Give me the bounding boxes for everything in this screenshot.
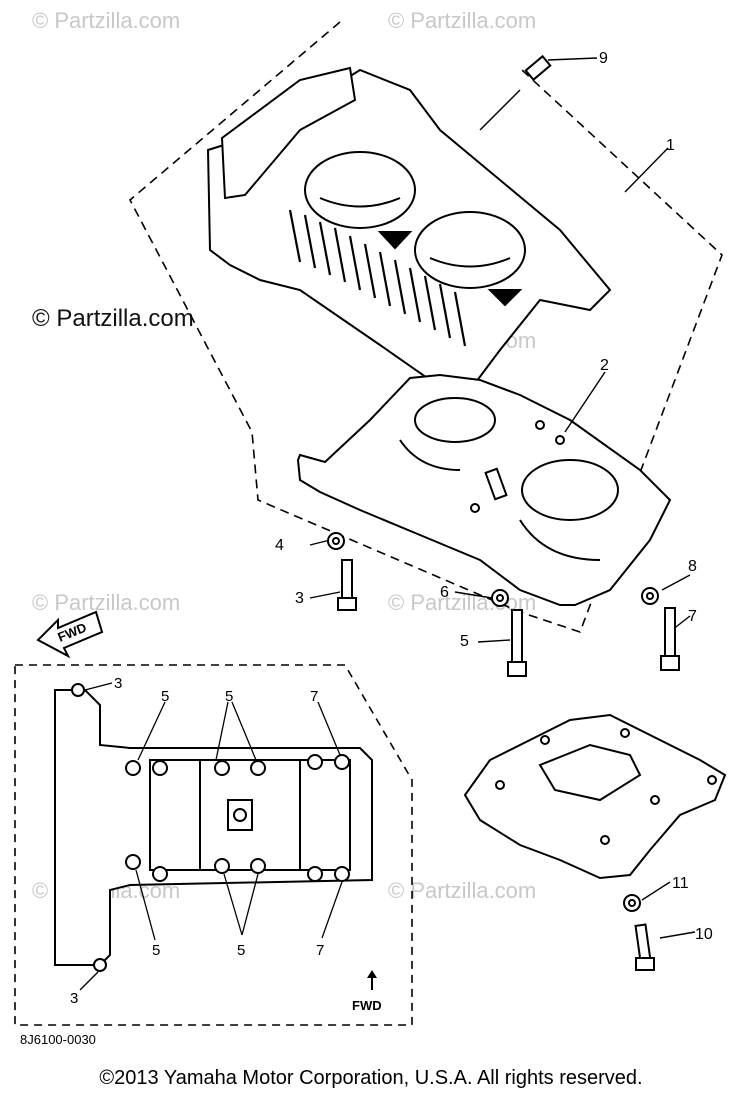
callout-6: 6 <box>440 584 449 601</box>
upper-crankcase <box>206 66 612 392</box>
inset-bolt-holes <box>71 683 350 972</box>
callout-10: 10 <box>695 926 713 943</box>
watermark: © Partzilla.com <box>32 305 194 332</box>
watermark: © Partzilla.com <box>32 590 180 615</box>
callout-9: 9 <box>599 50 608 67</box>
callout-7: 7 <box>688 608 697 625</box>
callout-7: 7 <box>316 942 324 959</box>
watermark: © Partzilla.com <box>32 8 180 33</box>
washer-11 <box>623 894 641 912</box>
callout-5: 5 <box>237 942 245 959</box>
callout-5: 5 <box>152 942 160 959</box>
stud-9 <box>524 54 552 82</box>
callout-4: 4 <box>275 537 284 554</box>
callout-1: 1 <box>666 137 675 154</box>
lower-crankcase <box>296 373 672 606</box>
copyright-notice: ©2013 Yamaha Motor Corporation, U.S.A. A… <box>99 1067 643 1089</box>
fwd-label: FWD <box>352 998 382 1013</box>
bolt-5 <box>507 609 527 677</box>
callout-8: 8 <box>688 558 697 575</box>
callout-5: 5 <box>460 633 469 650</box>
assembly-outline <box>128 21 723 634</box>
callout-7: 7 <box>310 688 318 705</box>
callout-3: 3 <box>295 590 304 607</box>
skid-plate <box>463 713 727 880</box>
bolt-7 <box>660 607 680 671</box>
fwd-arrow-bottom: FWD <box>352 970 382 1013</box>
watermark: © Partzilla.com <box>388 878 536 903</box>
inset-box <box>14 664 413 1026</box>
callout-11: 11 <box>672 875 689 892</box>
callout-3: 3 <box>70 990 78 1007</box>
watermark: © Partzilla.com <box>388 8 536 33</box>
callout-2: 2 <box>600 357 609 374</box>
inset-leader-lines <box>79 682 343 991</box>
fwd-arrow-top: FWD <box>36 610 104 659</box>
inset-crankcase-bottom <box>54 689 373 966</box>
washer-4 <box>327 532 345 550</box>
washer-8 <box>641 587 659 605</box>
bolt-3 <box>337 559 357 611</box>
washer-6 <box>491 589 509 607</box>
callout-3: 3 <box>114 675 122 692</box>
callout-5: 5 <box>161 688 169 705</box>
part-code: 8J6100-0030 <box>20 1032 96 1047</box>
bolt-10 <box>634 923 655 971</box>
callout-5: 5 <box>225 688 233 705</box>
